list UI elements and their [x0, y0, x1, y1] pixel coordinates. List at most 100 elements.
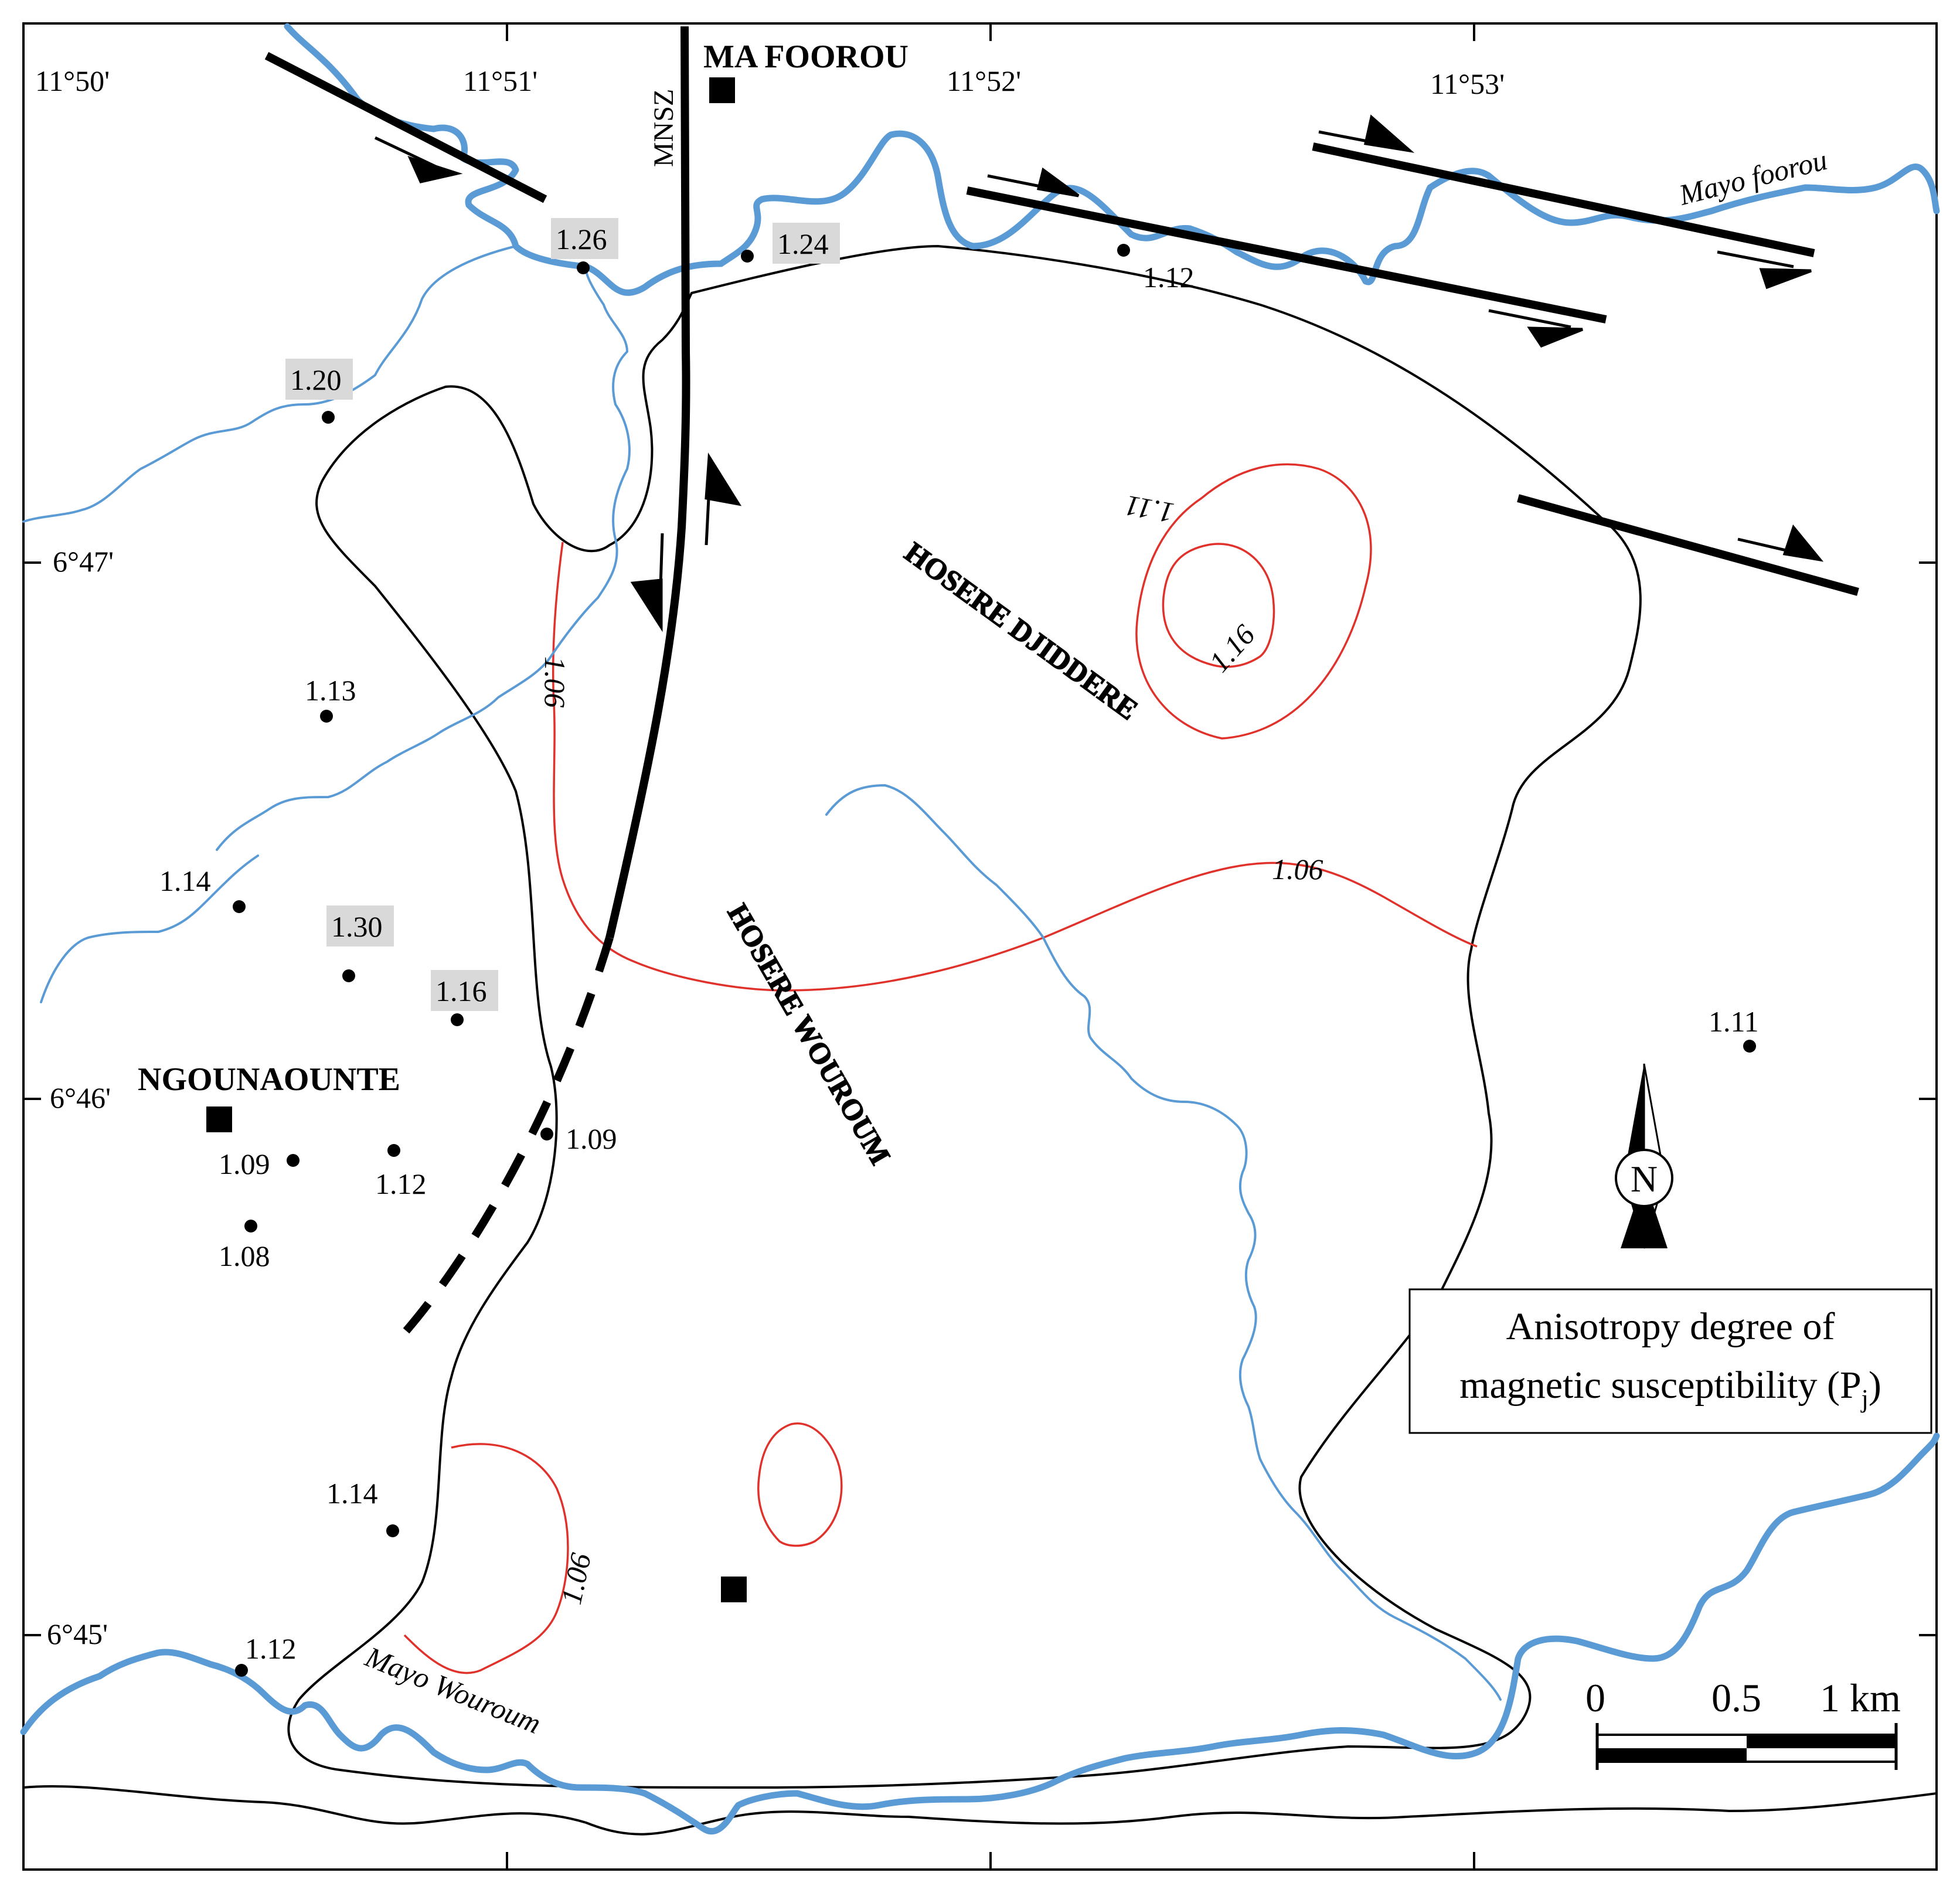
sample-point [244, 1220, 257, 1233]
faults [264, 26, 1859, 1339]
shear-arrow-head [1782, 524, 1824, 562]
sample-point [235, 1664, 248, 1677]
mnsz-fault [605, 26, 690, 939]
longitude-label: 11°53' [1430, 67, 1505, 100]
settlement-marker [709, 77, 735, 103]
north-arrow-circle [1615, 1149, 1673, 1207]
sample-value: 1.09 [219, 1148, 270, 1180]
legend-title-line1: Anisotropy degree of [1506, 1305, 1835, 1348]
longitude-label: 11°50' [35, 64, 110, 97]
sample-highlight [431, 970, 498, 1011]
graticule-ticks [23, 23, 1937, 1870]
shear-arrow-head [1036, 167, 1080, 198]
longitude-labels: 11°50' 11°51' 11°52' 11°53' [35, 64, 1505, 100]
shear-arrow-head [705, 452, 742, 506]
longitude-label: 11°52' [947, 64, 1021, 97]
latitude-label: 6°47' [53, 545, 114, 578]
sample-value: 1.24 [777, 227, 829, 260]
sample-dots [233, 244, 1756, 1677]
north-label: N [1631, 1158, 1658, 1200]
sample-value: 1.14 [326, 1477, 378, 1510]
sample-value: 1.14 [159, 864, 211, 897]
mayo-wouroum-river [20, 1432, 1940, 1835]
isoline-106-south-small [757, 1422, 843, 1547]
sample-value: 1.09 [566, 1122, 617, 1155]
sample-value: 1.26 [556, 223, 607, 256]
legend-text-1: Anisotropy degree of [1506, 1305, 1835, 1348]
sample-highlight [326, 905, 394, 947]
shear-arrow-head [1759, 268, 1812, 290]
legend-subscript: j [1860, 1384, 1869, 1413]
isoline-label: 1.06 [539, 656, 571, 708]
sample-value: 1.20 [290, 363, 342, 396]
legend-text-2a: magnetic susceptibility (P [1459, 1364, 1862, 1407]
shear-arrow-head [1363, 114, 1415, 153]
settlements: MA FOOROU NGOUNAOUNTE [138, 39, 908, 1602]
scale-label: 1 km [1820, 1676, 1901, 1720]
sample-value: 1.11 [1709, 1005, 1759, 1038]
shear-sense-symbols [374, 114, 1824, 632]
sample-value: 1.16 [435, 975, 487, 1007]
isoline-106-southwest [403, 1443, 569, 1674]
isoline-labels: 1.06 1.06 1.06 1.11 1.16 [539, 489, 1323, 1608]
sample-values: 1.26 1.24 1.12 1.20 1.13 1.14 1.30 1.16 … [159, 223, 1759, 1665]
scale-bar: 0 0.5 1 km [1585, 1676, 1901, 1770]
pj-isolines [403, 463, 1478, 1674]
isoline-label: 1.06 [554, 1550, 597, 1607]
scale-bar-segment [1597, 1748, 1747, 1762]
longitude-label: 11°51' [463, 64, 537, 97]
sample-value: 1.12 [375, 1167, 427, 1200]
mnsz-fault-dashed [398, 936, 614, 1339]
river-label: Mayo Wouroum [360, 1640, 546, 1740]
sample-point [322, 411, 335, 424]
sample-point [1117, 244, 1130, 257]
settlement-marker [206, 1106, 232, 1132]
sample-point [387, 1144, 400, 1157]
legend-box: Anisotropy degree of magnetic susceptibi… [1408, 1288, 1932, 1434]
sample-point [540, 1128, 553, 1140]
shear-arrow-head [630, 578, 663, 632]
map-frame [22, 22, 1938, 1871]
tributary-central-east [825, 784, 1502, 1701]
sample-highlights [285, 218, 840, 1011]
isoline-label: 1.06 [1272, 853, 1323, 886]
sample-point [386, 1524, 399, 1537]
settlement-marker [721, 1577, 747, 1602]
sample-value: 1.13 [305, 674, 356, 707]
southern-boundary-contour [23, 1785, 1937, 1836]
massif-contours [23, 244, 1937, 1836]
latitude-label: 6°46' [50, 1081, 111, 1114]
sample-value: 1.12 [245, 1632, 297, 1665]
isoline-label: 1.11 [1122, 489, 1176, 530]
shear-arrow-half [1717, 250, 1794, 268]
scale-label: 0.5 [1711, 1676, 1761, 1720]
fault-east [1517, 494, 1859, 596]
isoline-111 [1135, 463, 1372, 740]
tributary-west-1 [216, 268, 631, 851]
isoline-106-central [552, 542, 1478, 992]
sample-highlight [285, 359, 353, 400]
sample-highlight [773, 223, 840, 264]
tributary-west-2 [40, 854, 259, 1003]
latitude-labels: 6°47' 6°46' 6°45' [47, 545, 114, 1650]
isoline-116 [1162, 543, 1275, 668]
ridge-label: HOSERE WOUROUM [721, 898, 897, 1170]
sample-value: 1.08 [219, 1240, 270, 1272]
north-arrow: N [1615, 1063, 1673, 1249]
fault-north-east [1312, 142, 1815, 257]
legend-title-line2: magnetic susceptibility (Pj) [1459, 1364, 1881, 1413]
main-massif-contour [287, 244, 1642, 1789]
sample-point [320, 710, 333, 723]
shear-arrow-head [407, 155, 463, 183]
latitude-label: 6°45' [47, 1618, 108, 1650]
sample-highlight [551, 218, 618, 259]
sample-point [577, 261, 590, 274]
legend-frame [1408, 1288, 1932, 1434]
sample-point [287, 1154, 300, 1167]
shear-arrow-head [1527, 326, 1583, 348]
mayo-foorou-river [284, 23, 1940, 296]
rivers [20, 23, 1940, 1835]
scale-bar-segment [1747, 1735, 1896, 1748]
shear-arrow-half [1488, 309, 1571, 329]
